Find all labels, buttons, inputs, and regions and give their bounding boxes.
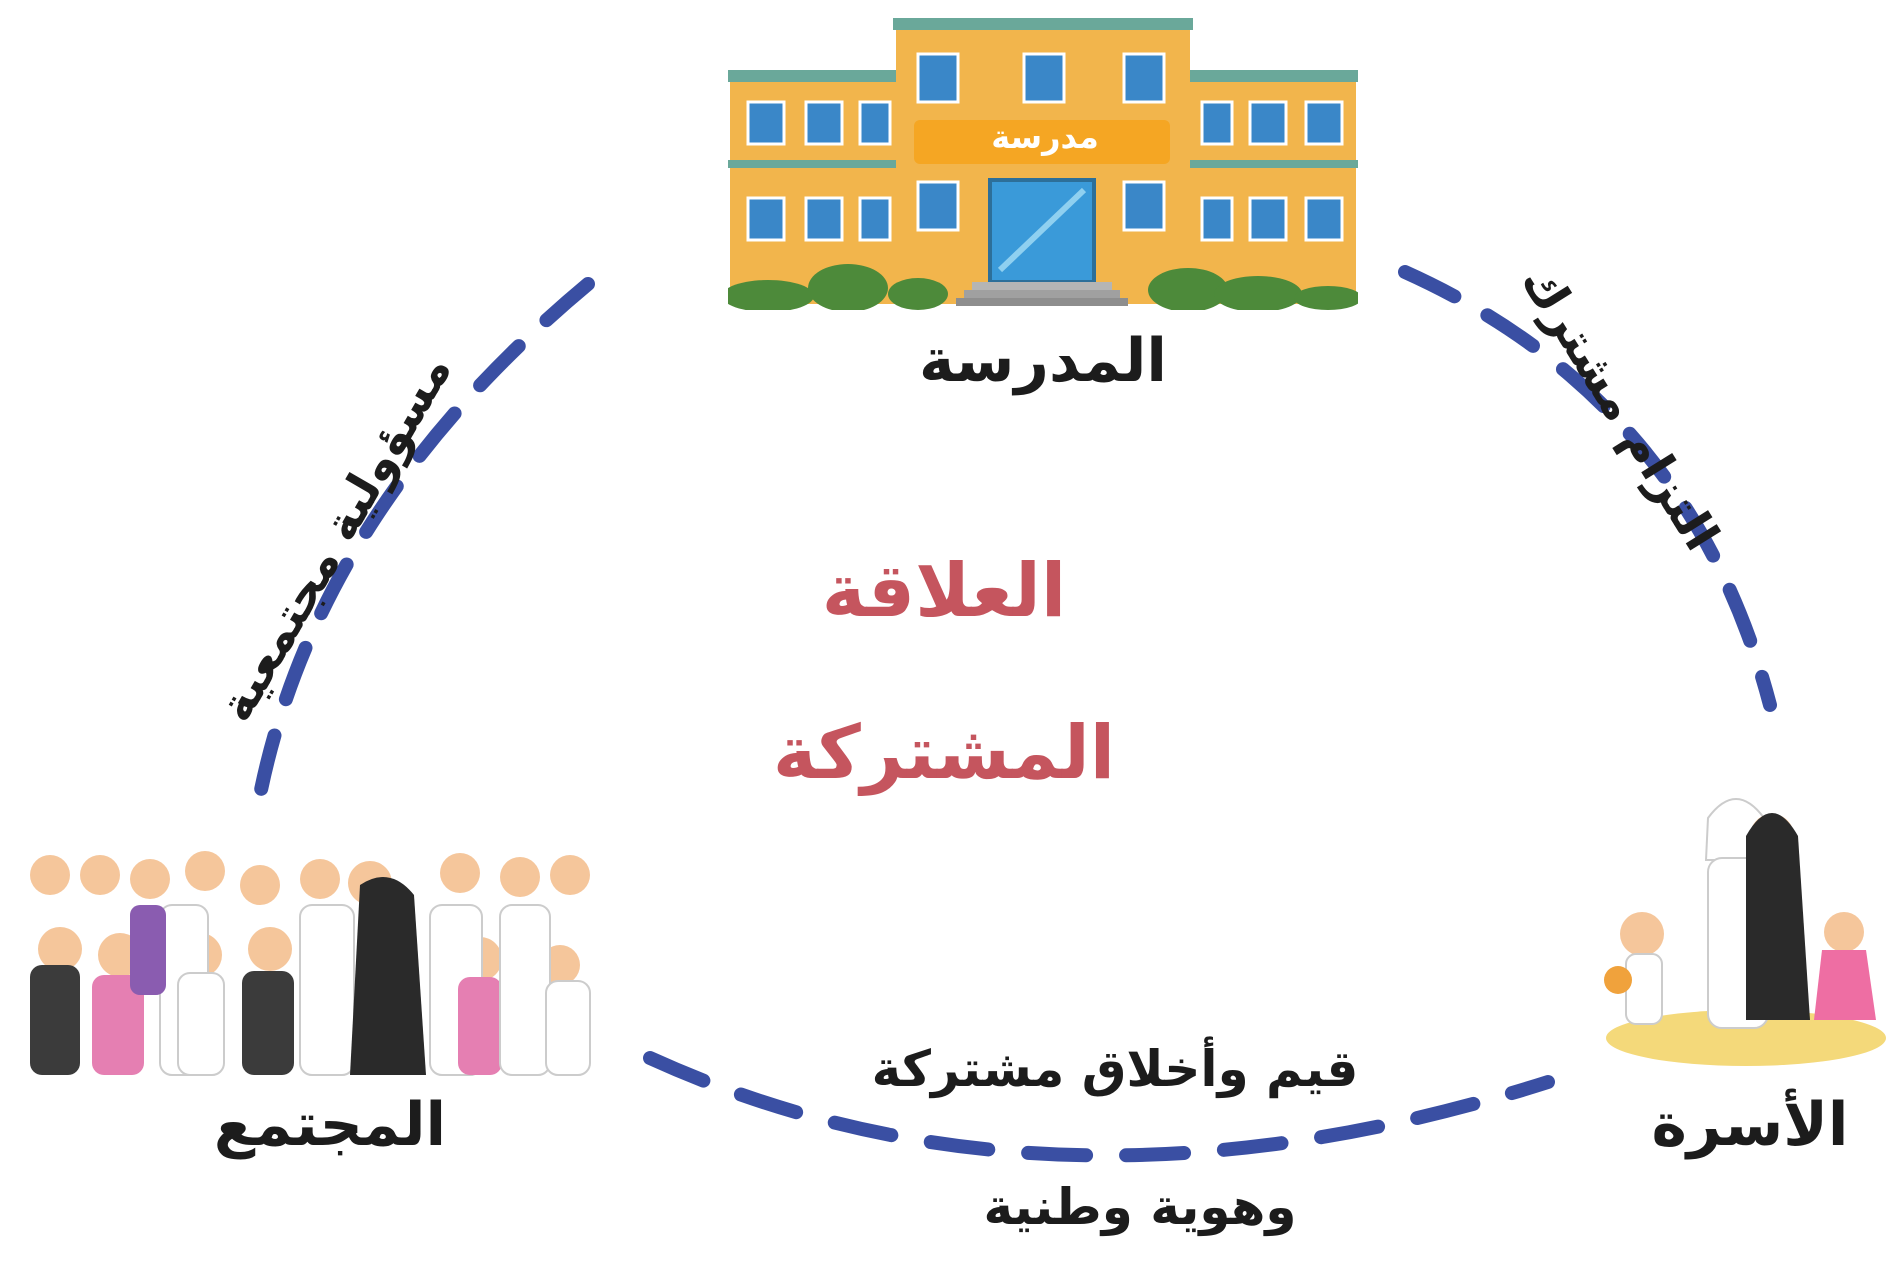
center-title-line1: العلاقة: [821, 548, 1067, 634]
community-crowd-icon: [30, 851, 591, 1076]
school-sign-text: مدرسة: [991, 118, 1099, 156]
school-building-icon: [728, 18, 1358, 310]
community-label: المجتمع: [213, 1090, 447, 1160]
center-title-line2: المشتركة: [772, 710, 1116, 796]
arc-school-family: [1398, 265, 1777, 712]
relation-family-community-line1: قيم وأخلاق مشتركة: [871, 1040, 1359, 1098]
relation-family-community-line2: وهوية وطنية: [983, 1178, 1297, 1236]
family-label: الأسرة: [1651, 1090, 1849, 1160]
family-icon: [1604, 798, 1886, 1066]
school-label: المدرسة: [919, 326, 1167, 396]
arc-school-community: [248, 277, 595, 829]
arc-family-community: [643, 1051, 1555, 1163]
